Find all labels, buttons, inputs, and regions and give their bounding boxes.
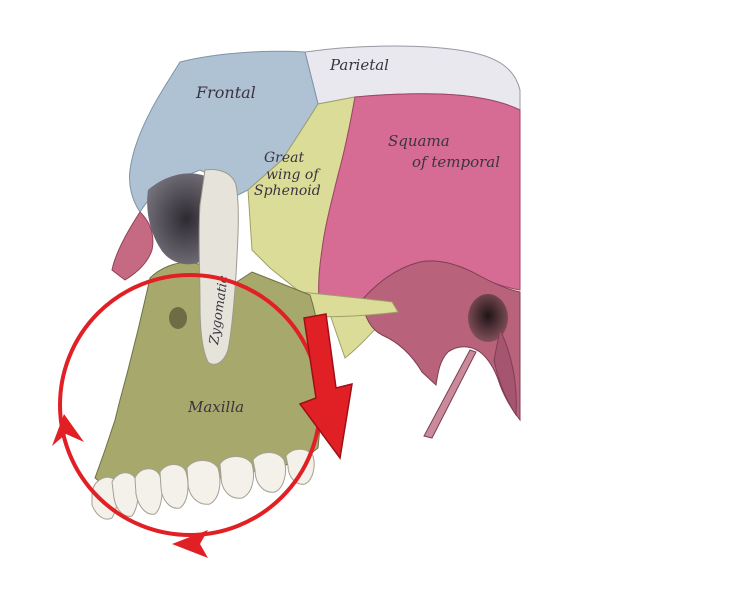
- rotation-arrowhead-up-icon: [52, 414, 84, 446]
- tooth: [186, 460, 221, 505]
- tooth: [219, 456, 255, 499]
- tooth: [134, 468, 163, 515]
- label-squama-line2: of temporal: [412, 153, 500, 171]
- tooth: [111, 472, 139, 517]
- label-great-wing-line1: Great: [264, 150, 305, 166]
- temporal-lower-region: [361, 260, 521, 422]
- upper-teeth-row: [91, 448, 315, 520]
- label-parietal: Parietal: [329, 56, 389, 74]
- rotation-arrowhead-left-icon: [172, 530, 208, 558]
- infraorbital-foramen: [169, 307, 187, 329]
- external-auditory-meatus: [468, 294, 508, 342]
- tooth: [252, 452, 287, 493]
- label-squama-line1: Squama: [388, 132, 450, 150]
- nasal-bone: [111, 211, 154, 281]
- downward-arrow-icon: [298, 313, 353, 460]
- label-great-wing-line3: Sphenoid: [254, 183, 321, 199]
- label-frontal: Frontal: [195, 83, 256, 102]
- label-great-wing-line2: wing of: [266, 167, 321, 183]
- zygomatic-bone: [198, 169, 239, 365]
- styloid-process: [423, 349, 477, 439]
- mastoid-process: [493, 328, 517, 417]
- tooth: [159, 464, 189, 509]
- label-maxilla: Maxilla: [187, 398, 244, 416]
